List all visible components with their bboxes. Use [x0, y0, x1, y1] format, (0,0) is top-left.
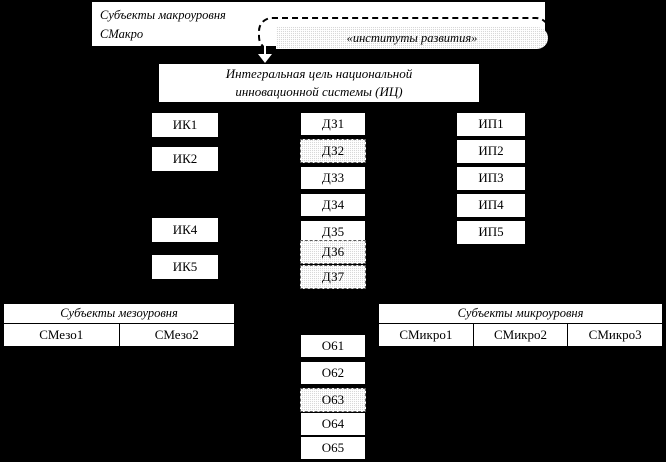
- dz-box-6: ДЗ6: [300, 240, 366, 264]
- dz-box-4: ДЗ4: [300, 193, 366, 217]
- ip-box-4: ИП4: [456, 193, 526, 218]
- macro-subjects-line-2: СМакро: [100, 27, 144, 42]
- dz-box-7: ДЗ7: [300, 265, 366, 289]
- integral-goal-text: Интегральная цель национальной инновацио…: [226, 65, 412, 100]
- ip-box-5: ИП5: [456, 220, 526, 245]
- o6-box-3: О63: [300, 388, 366, 412]
- o6-box-2: О62: [300, 361, 366, 385]
- o6-box-1: О61: [300, 334, 366, 358]
- ip-box-1: ИП1: [456, 112, 526, 137]
- micro-cell-1: СМикро1: [379, 324, 474, 346]
- integral-goal-line-2: инновационной системы (ИЦ): [235, 84, 403, 99]
- meso-cell-1: СМезо1: [4, 324, 120, 346]
- macro-subjects-text: Субъекты макроуровня СМакро: [100, 6, 226, 45]
- o6-box-5: О65: [300, 436, 366, 460]
- o6-box-4: О64: [300, 412, 366, 436]
- institutes-band: «институты развития»: [276, 27, 548, 49]
- ik-box-4: ИК4: [151, 217, 219, 243]
- dz-box-1: ДЗ1: [300, 112, 366, 136]
- institutes-dashed-frame: [258, 17, 550, 51]
- micro-group-title: Субъекты микроуровня: [379, 304, 662, 324]
- dz-box-2: ДЗ2: [300, 139, 366, 163]
- macro-to-goal-arrow-stem: [264, 46, 266, 56]
- dz-box-3: ДЗ3: [300, 166, 366, 190]
- micro-cell-2: СМикро2: [473, 324, 569, 346]
- meso-cell-2: СМезо2: [119, 324, 234, 346]
- integral-goal-line-1: Интегральная цель национальной: [225, 66, 413, 82]
- ik-box-1: ИК1: [151, 112, 219, 138]
- macro-to-goal-arrow-head: [258, 54, 272, 63]
- macro-subjects-line-1: Субъекты макроуровня: [100, 8, 226, 22]
- meso-group-title: Субъекты мезоуровня: [4, 304, 234, 324]
- meso-group-cells: СМезо1 СМезо2: [4, 324, 234, 346]
- micro-cell-3: СМикро3: [568, 324, 663, 346]
- integral-goal-box: Интегральная цель национальной инновацио…: [158, 63, 480, 103]
- meso-group: Субъекты мезоуровня СМезо1 СМезо2: [3, 303, 235, 347]
- ik-box-2: ИК2: [151, 146, 219, 172]
- micro-group: Субъекты микроуровня СМикро1 СМикро2 СМи…: [378, 303, 663, 347]
- ip-box-2: ИП2: [456, 139, 526, 164]
- ik-box-5: ИК5: [151, 254, 219, 280]
- ip-box-3: ИП3: [456, 166, 526, 191]
- micro-group-cells: СМикро1 СМикро2 СМикро3: [379, 324, 663, 346]
